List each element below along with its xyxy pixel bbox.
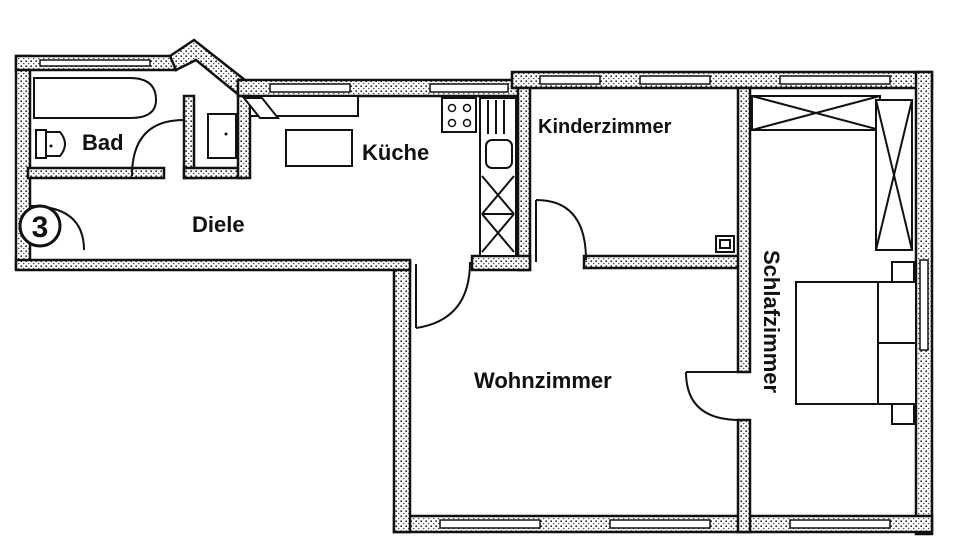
kitchen-fixtures <box>241 95 517 257</box>
wall-left-living <box>392 260 412 534</box>
kitchen-cabinet-run <box>479 97 517 257</box>
interior-walls <box>26 86 752 534</box>
living-door-arc <box>415 261 471 329</box>
window-kitchen-1 <box>269 83 351 93</box>
wall-bath-kitchen <box>182 94 196 180</box>
window-bedroom-top <box>779 75 891 85</box>
unit-badge-circle <box>18 204 62 248</box>
room-labels: Bad Küche Diele Kinderzimmer Wohnzimmer … <box>82 116 784 393</box>
wall-kitchen-kids <box>516 86 532 272</box>
room-label-schlafzimmer: Schlafzimmer <box>759 250 784 393</box>
window-kitchen-2 <box>429 83 509 93</box>
wall-bedroom-upper <box>736 86 752 374</box>
window-bath <box>39 59 151 67</box>
room-label-kueche: Küche <box>362 140 429 165</box>
unit-number-badge: 3 <box>18 204 62 248</box>
kids-door-arc <box>535 199 587 261</box>
room-label-diele: Diele <box>192 212 245 237</box>
window-kids-1 <box>539 75 601 85</box>
window-kids-2 <box>639 75 711 85</box>
window-bedroom-bottom <box>789 519 891 529</box>
stove <box>441 97 477 133</box>
room-label-bad: Bad <box>82 130 124 155</box>
kitchen-table <box>285 129 353 167</box>
windows <box>39 59 929 529</box>
toilet-tank <box>35 129 47 159</box>
window-bedroom-side <box>919 259 929 351</box>
wall-kitchen-bottom <box>470 254 532 272</box>
window-living-1 <box>439 519 541 529</box>
wall-kitchen-bottom-left <box>182 166 246 180</box>
room-label-kinderzimmer: Kinderzimmer <box>538 116 672 138</box>
nightstand-top <box>891 261 915 283</box>
bath-door-arc <box>131 119 185 177</box>
sink <box>207 113 237 159</box>
wall-bedroom-lower <box>736 418 752 534</box>
unit-number: 3 <box>32 211 49 244</box>
bedroom-door-arc <box>685 371 741 421</box>
wall-bath-bottom <box>26 166 166 180</box>
room-label-wohnzimmer: Wohnzimmer <box>474 368 612 393</box>
bedroom-furniture <box>751 95 917 425</box>
nightstand-bottom <box>891 403 915 425</box>
kitchen-sink <box>485 139 513 169</box>
wall-kids-bottom <box>582 254 746 270</box>
bathtub <box>33 77 158 119</box>
wall-bottom-diele <box>14 258 412 272</box>
window-living-2 <box>609 519 711 529</box>
doors <box>29 199 741 421</box>
bath-fixtures <box>33 77 237 177</box>
wall-kitchen-left <box>236 94 252 180</box>
kitchen-counter-corner <box>241 97 281 119</box>
toilet-bowl <box>45 131 66 157</box>
